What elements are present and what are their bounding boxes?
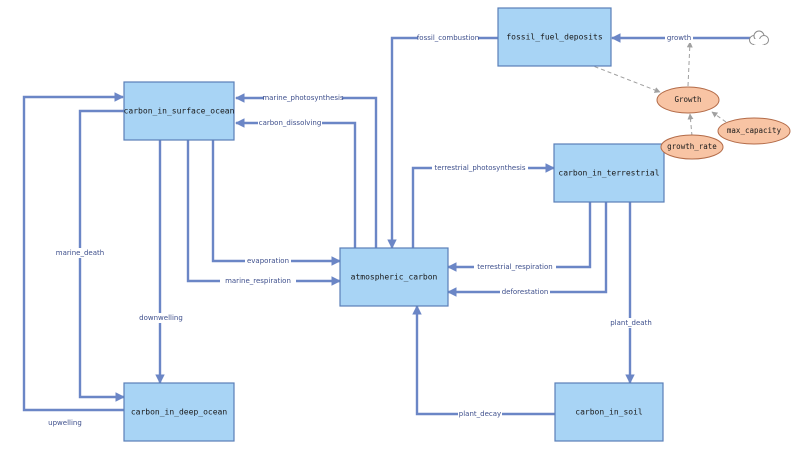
aux-max-capacity[interactable]: max_capacity bbox=[717, 117, 791, 145]
aux-growth-rate[interactable]: growth_rate bbox=[660, 134, 724, 160]
stock-carbon-in-surface-ocean[interactable]: carbon_in_surface_ocean bbox=[123, 81, 235, 141]
link-growth-rate-to-growth-aux bbox=[687, 113, 694, 137]
aux-label: max_capacity bbox=[727, 126, 782, 135]
flow-label-marine-respiration[interactable]: marine_respiration bbox=[220, 276, 296, 286]
svg-text:marine_death: marine_death bbox=[56, 249, 104, 257]
stock-carbon-in-soil[interactable]: carbon_in_soil bbox=[554, 382, 664, 442]
stock-label: carbon_in_soil bbox=[575, 408, 643, 417]
link-fossil-to-growth-aux bbox=[587, 63, 661, 93]
svg-text:plant_decay: plant_decay bbox=[459, 410, 501, 418]
stock-label: fossil_fuel_deposits bbox=[506, 33, 603, 42]
flow-plant-decay-line[interactable] bbox=[412, 305, 555, 416]
stock-label: carbon_in_deep_ocean bbox=[131, 408, 228, 417]
stock-carbon-in-terrestrial[interactable]: carbon_in_terrestrial bbox=[553, 143, 665, 203]
svg-text:growth: growth bbox=[667, 34, 691, 42]
svg-text:marine_photosynthesis: marine_photosynthesis bbox=[262, 94, 344, 102]
svg-text:carbon_dissolving: carbon_dissolving bbox=[259, 119, 322, 127]
flow-upwelling-line[interactable] bbox=[22, 92, 124, 412]
stock-label: atmospheric_carbon bbox=[351, 273, 438, 282]
flow-label-fossil-combustion[interactable]: fossil_combustion bbox=[417, 33, 479, 43]
aux-label: Growth bbox=[674, 95, 701, 104]
flow-terrestrial-respiration-line[interactable] bbox=[447, 202, 592, 272]
flow-label-plant-decay[interactable]: plant_decay bbox=[458, 409, 502, 419]
svg-text:evaporation: evaporation bbox=[247, 257, 289, 265]
svg-text:downwelling: downwelling bbox=[139, 314, 183, 322]
svg-text:terrestrial_photosynthesis: terrestrial_photosynthesis bbox=[435, 164, 526, 172]
aux-growth[interactable]: Growth bbox=[656, 86, 720, 114]
link-max-capacity-to-growth-aux bbox=[711, 111, 727, 123]
flow-label-marine-death[interactable]: marine_death bbox=[56, 248, 104, 258]
svg-text:upwelling: upwelling bbox=[48, 419, 82, 427]
stock-carbon-in-deep-ocean[interactable]: carbon_in_deep_ocean bbox=[123, 382, 235, 442]
flow-carbon-dissolving-line[interactable] bbox=[235, 118, 357, 248]
cloud-source-icon bbox=[749, 30, 769, 45]
flow-evaporation-line[interactable] bbox=[211, 140, 341, 266]
flow-label-terrestrial-photosynthesis[interactable]: terrestrial_photosynthesis bbox=[432, 163, 528, 173]
flow-label-plant-death[interactable]: plant_death bbox=[609, 318, 653, 328]
flow-label-growth[interactable]: growth bbox=[665, 33, 693, 43]
flow-label-carbon-dissolving[interactable]: carbon_dissolving bbox=[258, 118, 322, 128]
stock-label: carbon_in_surface_ocean bbox=[124, 107, 235, 116]
stock-fossil-fuel-deposits[interactable]: fossil_fuel_deposits bbox=[497, 7, 612, 67]
flow-label-terrestrial-respiration[interactable]: terrestrial_respiration bbox=[474, 262, 556, 272]
flow-label-deforestation[interactable]: deforestation bbox=[500, 287, 550, 297]
flow-label-upwelling[interactable]: upwelling bbox=[46, 418, 84, 428]
stock-atmospheric-carbon[interactable]: atmospheric_carbon bbox=[339, 247, 449, 307]
stock-label: carbon_in_terrestrial bbox=[558, 169, 659, 178]
flow-label-downwelling[interactable]: downwelling bbox=[139, 313, 183, 323]
flow-label-marine-photosynthesis[interactable]: marine_photosynthesis bbox=[262, 93, 344, 103]
svg-text:deforestation: deforestation bbox=[502, 288, 549, 296]
flow-terrestrial-photosynthesis-line[interactable] bbox=[411, 163, 555, 248]
svg-text:fossil_combustion: fossil_combustion bbox=[417, 34, 479, 42]
flow-deforestation-line[interactable] bbox=[447, 202, 608, 297]
link-growth-aux-to-growth-flow bbox=[686, 41, 693, 87]
aux-label: growth_rate bbox=[667, 142, 717, 151]
flow-fossil-combustion-line[interactable] bbox=[387, 36, 498, 249]
flow-label-evaporation[interactable]: evaporation bbox=[245, 256, 291, 266]
svg-text:marine_respiration: marine_respiration bbox=[225, 277, 291, 285]
svg-text:plant_death: plant_death bbox=[610, 319, 652, 327]
svg-text:terrestrial_respiration: terrestrial_respiration bbox=[477, 263, 552, 271]
